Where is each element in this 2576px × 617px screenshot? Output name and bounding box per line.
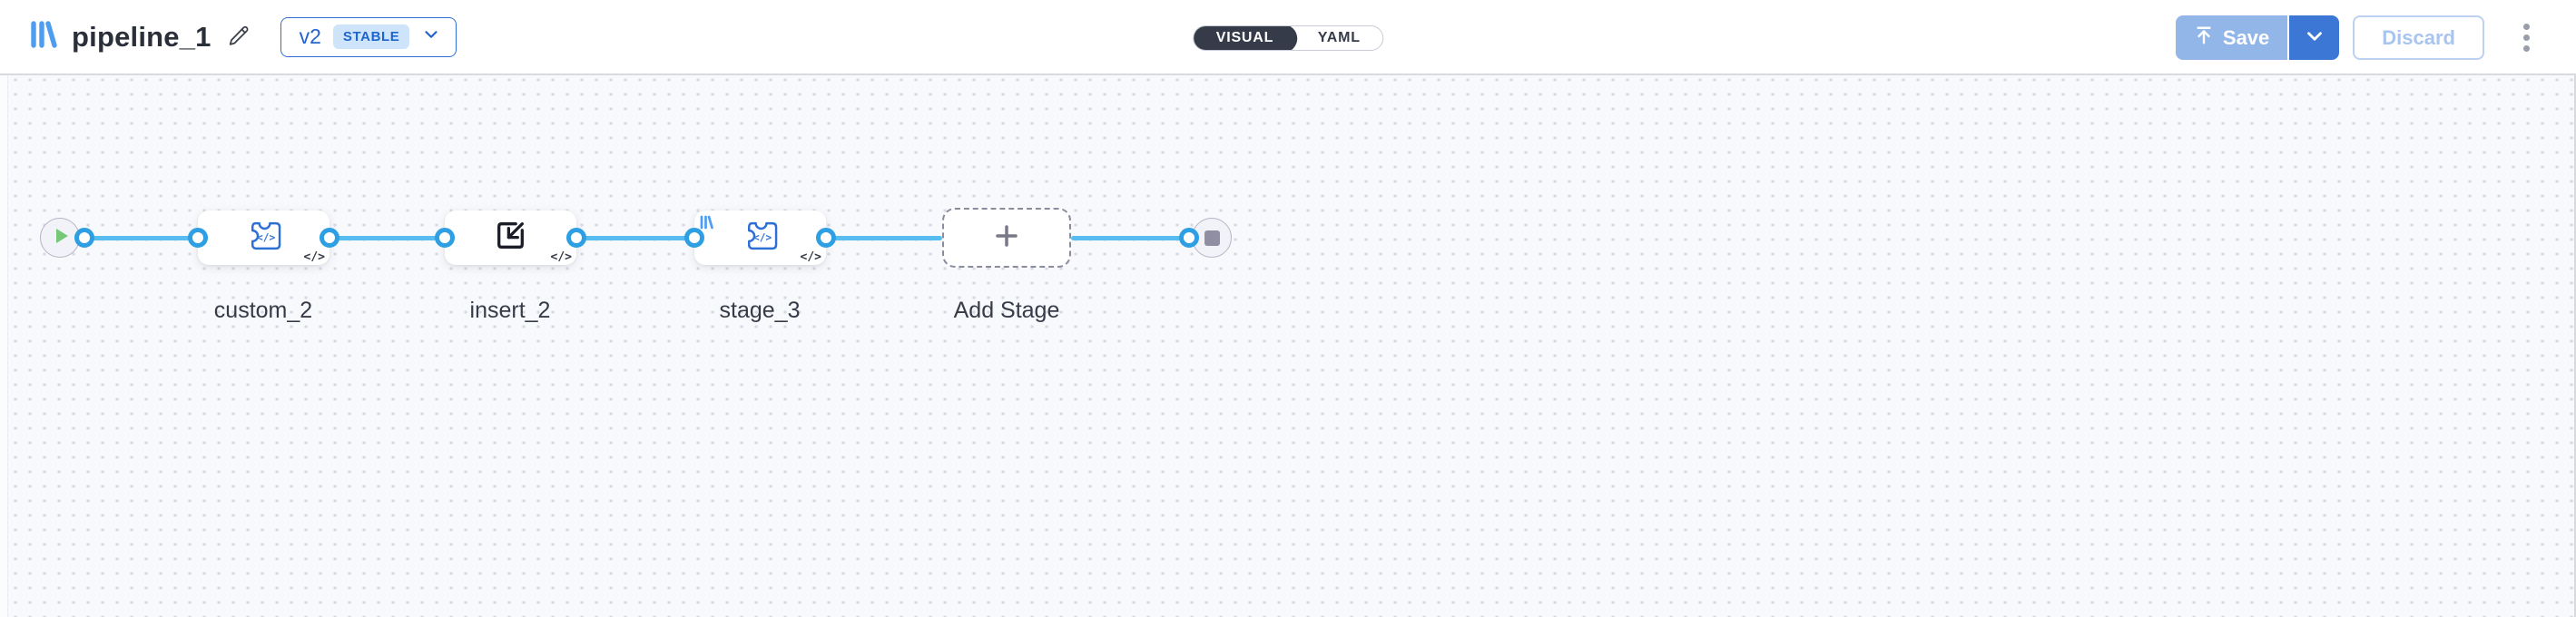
header-left-group: pipeline_1 v2 STABLE: [0, 16, 457, 57]
add-stage-button[interactable]: [942, 208, 1071, 268]
pencil-icon: [228, 24, 251, 50]
tab-yaml[interactable]: YAML: [1296, 26, 1382, 50]
discard-button[interactable]: Discard: [2353, 15, 2484, 60]
stage-node-insert-2[interactable]: </>: [445, 211, 576, 265]
plus-icon: [993, 222, 1020, 254]
port-insert2-in[interactable]: [435, 228, 455, 248]
more-options-button[interactable]: [2511, 15, 2542, 60]
chevron-down-icon: [421, 24, 441, 49]
upload-icon: [2194, 25, 2214, 51]
code-badge: </>: [800, 250, 821, 264]
add-stage-label: Add Stage: [953, 298, 1060, 323]
tab-visual[interactable]: VISUAL: [1194, 26, 1298, 50]
port-stage3-in[interactable]: [684, 228, 704, 248]
stage-node-custom-2[interactable]: </> </>: [198, 211, 329, 265]
stage-label-insert-2: insert_2: [469, 298, 551, 323]
insert-arrow-icon: [494, 219, 527, 257]
version-label: v2: [299, 24, 321, 48]
view-mode-toggle: VISUAL YAML: [1193, 25, 1383, 51]
save-button-label: Save: [2222, 25, 2270, 49]
pipeline-start-node[interactable]: [40, 218, 80, 258]
stage-label-custom-2: custom_2: [213, 298, 313, 323]
version-selector[interactable]: v2 STABLE: [280, 16, 457, 57]
version-status-badge: STABLE: [332, 24, 410, 49]
port-stage3-out[interactable]: [816, 228, 836, 248]
svg-text:</>: </>: [753, 231, 772, 243]
header-bar: pipeline_1 v2 STABLE: [0, 0, 2576, 75]
edge-start-custom2: [84, 236, 198, 240]
save-divider: [2287, 15, 2290, 60]
save-options-button[interactable]: [2289, 15, 2340, 60]
edge-insert2-stage3: [576, 236, 694, 240]
edit-title-button[interactable]: [224, 22, 255, 53]
library-icon: [30, 20, 57, 54]
svg-text:</>: </>: [257, 231, 275, 243]
play-icon: [54, 228, 70, 249]
pipeline-canvas[interactable]: </> </> custom_2 </> insert_2: [0, 75, 2576, 617]
header-actions: Save Discard: [2175, 15, 2542, 60]
edge-custom2-insert2: [329, 236, 445, 240]
port-end-in[interactable]: [1179, 228, 1199, 248]
library-icon: [700, 215, 713, 234]
puzzle-code-icon: </>: [742, 221, 780, 255]
page-title: pipeline_1: [72, 20, 211, 53]
kebab-menu-icon: [2522, 24, 2530, 52]
edge-addstage-end: [1071, 236, 1189, 240]
save-split-button: Save: [2175, 15, 2340, 60]
port-custom2-out[interactable]: [320, 228, 339, 248]
port-insert2-out[interactable]: [566, 228, 586, 248]
code-badge: </>: [550, 250, 572, 264]
chevron-down-icon: [2303, 24, 2326, 51]
port-start-out[interactable]: [74, 228, 94, 248]
port-custom2-in[interactable]: [188, 228, 208, 248]
stage-label-stage-3: stage_3: [719, 298, 801, 323]
code-badge: </>: [303, 250, 325, 264]
puzzle-code-icon: </>: [245, 221, 283, 255]
stop-icon: [1204, 230, 1220, 246]
save-button[interactable]: Save: [2175, 15, 2288, 60]
canvas-left-edge: [0, 75, 8, 617]
edge-stage3-addstage: [826, 236, 942, 240]
stage-node-stage-3[interactable]: </> </>: [694, 211, 826, 265]
